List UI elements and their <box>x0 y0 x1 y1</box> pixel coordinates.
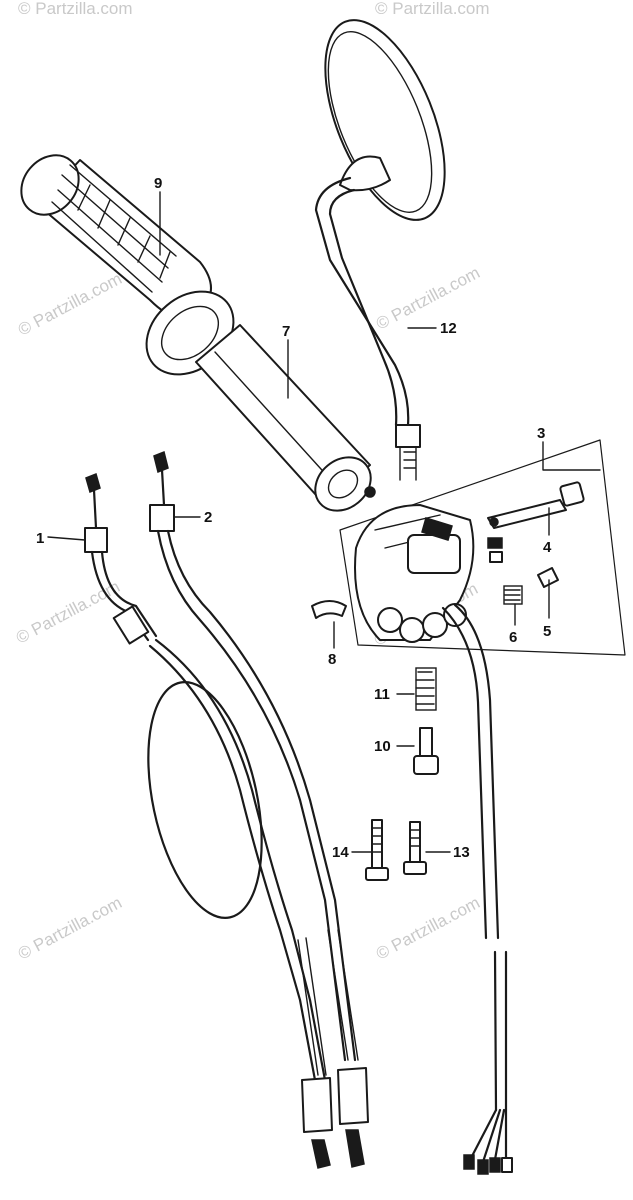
wire-harness-icon <box>441 603 513 1175</box>
callouts: 1 2 3 4 5 6 7 8 9 10 11 12 13 14 <box>36 175 552 861</box>
watermark: © Partzilla.com <box>18 0 133 18</box>
watermark: © Partzilla.com <box>373 263 483 334</box>
watermark: © Partzilla.com <box>15 893 125 964</box>
switch-housing-icon <box>311 439 626 656</box>
watermark: © Partzilla.com <box>15 269 125 340</box>
callout-7: 7 <box>282 323 290 340</box>
callout-11: 11 <box>374 686 390 703</box>
callout-13: 13 <box>453 844 470 861</box>
leader-lines <box>47 191 601 853</box>
callout-10: 10 <box>374 738 391 755</box>
mirror-icon <box>314 19 446 481</box>
watermark: © Partzilla.com <box>373 893 483 964</box>
callout-1: 1 <box>36 530 44 547</box>
callout-6: 6 <box>509 629 517 646</box>
callout-5: 5 <box>543 623 551 640</box>
watermark: © Partzilla.com <box>13 577 123 648</box>
callout-4: 4 <box>543 539 552 556</box>
throttle-pipe-icon <box>195 324 376 512</box>
callout-2: 2 <box>204 509 212 526</box>
callout-14: 14 <box>332 844 349 861</box>
cable-icon <box>84 450 369 1169</box>
callout-9: 9 <box>154 175 162 192</box>
small-parts <box>365 667 439 881</box>
watermark: © Partzilla.com <box>375 0 490 18</box>
callout-3: 3 <box>537 425 545 442</box>
callout-12: 12 <box>440 320 457 337</box>
callout-8: 8 <box>328 651 336 668</box>
